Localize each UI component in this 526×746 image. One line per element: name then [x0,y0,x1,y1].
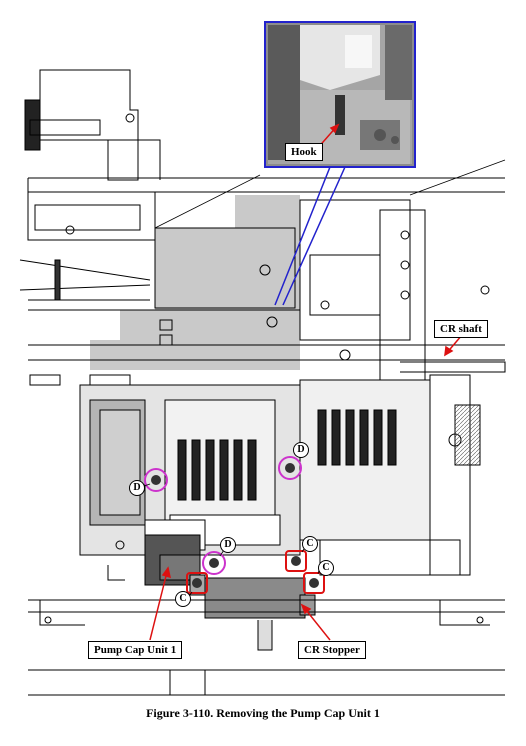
carriage [79,384,301,556]
screw-d-left [144,468,168,492]
bottom-frame [28,540,505,696]
cr-shaft-label: CR shaft [434,320,488,338]
cr-shaft-arrow [444,334,463,357]
pump-cap-arrow [149,566,172,641]
screw-letter-d: D [129,480,145,496]
hook-label: Hook [285,143,323,161]
screw-letter-d: D [220,537,236,553]
screw-letter-d: D [293,442,309,458]
upper-frame [24,69,505,241]
figure-caption: Figure 3-110. Removing the Pump Cap Unit… [146,706,380,720]
right-mechanism [299,199,490,576]
screw-c-heads [192,556,319,588]
inset-connector-lines [274,166,346,306]
screw-c-upper [285,550,307,572]
pump-cap-unit-label: Pump Cap Unit 1 [88,641,183,659]
screw-d-markers [144,456,302,575]
screw-c-left [186,572,208,594]
screw-letter-c: C [302,536,318,552]
carriage-shaded-area [90,195,300,370]
cr-stopper-label: CR Stopper [298,641,366,659]
screw-d-right [278,456,302,480]
screw-d-bottom [202,551,226,575]
screw-c-markers [186,550,325,594]
diagonal-lines [154,159,506,229]
screw-d-heads [151,463,295,568]
screw-c-right [303,572,325,594]
hook-inset-photo [264,21,416,168]
screw-letter-c: C [175,591,191,607]
screw-letter-c: C [318,560,334,576]
cr-stopper-arrow [300,603,331,641]
